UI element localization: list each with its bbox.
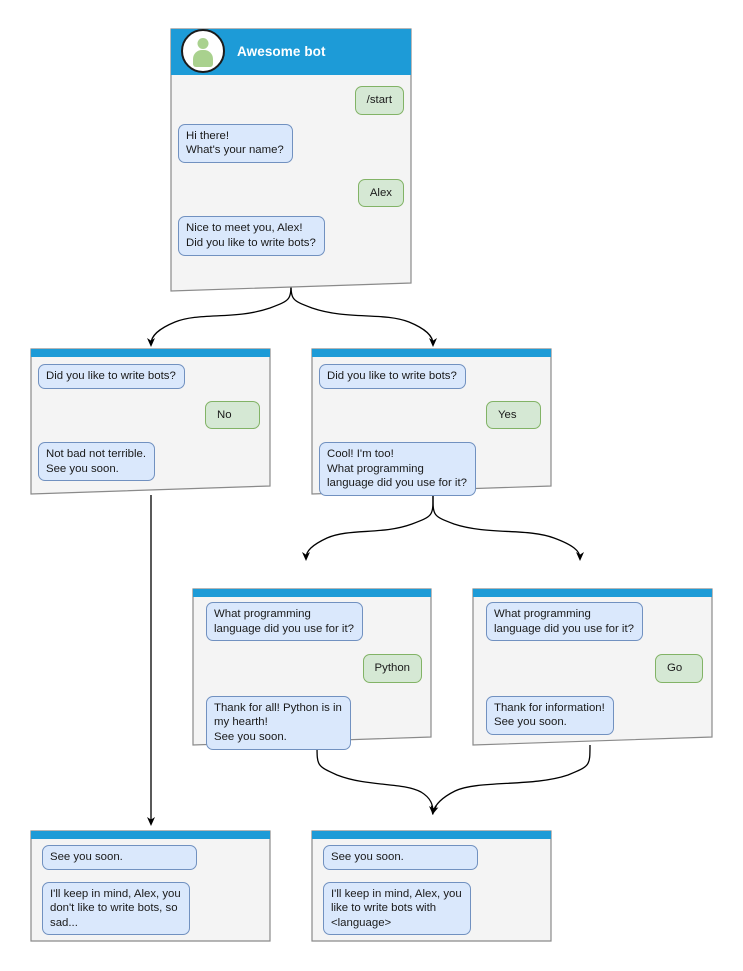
- message-row: See you soon.: [323, 845, 544, 870]
- message-row: No: [38, 400, 260, 430]
- user-message-bubble[interactable]: /start: [354, 86, 404, 115]
- card-header-bar: [311, 348, 552, 356]
- message-row: Thank for information! See you soon.: [486, 695, 705, 735]
- chat-card-go[interactable]: What programming language did you use fo…: [472, 588, 713, 746]
- chat-thread-no: Did you like to write bots? No Not bad n…: [30, 356, 271, 498]
- card-header-bar: [311, 830, 552, 838]
- user-message-bubble[interactable]: No: [205, 400, 260, 430]
- message-row: Thank for all! Python is in my hearth! S…: [206, 695, 424, 750]
- message-row: Hi there! What's your name?: [178, 123, 404, 163]
- message-row: Python: [206, 654, 422, 683]
- message-row: Not bad not terrible. See you soon.: [38, 442, 263, 482]
- chat-card-yes-branch[interactable]: Did you like to write bots? Yes Cool! I'…: [311, 348, 552, 496]
- chat-card-no-branch[interactable]: Did you like to write bots? No Not bad n…: [30, 348, 271, 495]
- bot-message-bubble[interactable]: What programming language did you use fo…: [486, 602, 643, 642]
- bot-message-bubble[interactable]: Thank for all! Python is in my hearth! S…: [206, 695, 351, 750]
- bot-message-bubble[interactable]: Cool! I'm too! What programming language…: [319, 442, 476, 496]
- user-message-bubble[interactable]: Go: [655, 654, 703, 683]
- edge-go-to-end-happy: [430, 744, 591, 815]
- bot-message-bubble[interactable]: Nice to meet you, Alex! Did you like to …: [178, 216, 325, 256]
- user-avatar-icon: [181, 29, 225, 73]
- chat-thread-start: /start Hi there! What's your name? Alex …: [170, 74, 412, 273]
- card-header-bar: [472, 588, 713, 596]
- user-message-bubble[interactable]: Alex: [357, 178, 404, 208]
- bot-message-bubble[interactable]: Not bad not terrible. See you soon.: [38, 442, 156, 482]
- message-row: /start: [178, 86, 404, 115]
- chat-thread-python: What programming language did you use fo…: [192, 596, 432, 767]
- message-row: See you soon.: [42, 845, 263, 870]
- message-row: What programming language did you use fo…: [206, 602, 424, 642]
- bot-message-bubble[interactable]: Did you like to write bots?: [319, 364, 466, 389]
- message-row: Nice to meet you, Alex! Did you like to …: [178, 216, 404, 256]
- card-header-bar: [30, 348, 271, 356]
- bot-message-bubble[interactable]: Thank for information! See you soon.: [486, 695, 614, 735]
- bot-name-label: Awesome bot: [237, 43, 326, 59]
- message-row: Cool! I'm too! What programming language…: [319, 442, 544, 496]
- message-row: I'll keep in mind, Alex, you don't like …: [42, 881, 263, 936]
- message-row: Go: [486, 654, 703, 683]
- card-header-start: Awesome bot: [170, 28, 412, 74]
- message-row: Did you like to write bots?: [38, 364, 263, 389]
- message-row: Did you like to write bots?: [319, 364, 544, 389]
- user-message-bubble[interactable]: Python: [362, 654, 422, 683]
- bot-message-bubble[interactable]: I'll keep in mind, Alex, you don't like …: [42, 881, 190, 936]
- bot-message-bubble[interactable]: What programming language did you use fo…: [206, 602, 363, 642]
- bot-message-bubble[interactable]: See you soon.: [42, 845, 197, 870]
- chat-thread-yes: Did you like to write bots? Yes Cool! I'…: [311, 356, 552, 513]
- message-row: Alex: [178, 178, 404, 208]
- chat-card-end-sad[interactable]: See you soon. I'll keep in mind, Alex, y…: [30, 830, 271, 942]
- chat-card-end-happy[interactable]: See you soon. I'll keep in mind, Alex, y…: [311, 830, 552, 942]
- chat-card-start[interactable]: Awesome bot /start Hi there! What's your…: [170, 28, 412, 292]
- chat-card-python[interactable]: What programming language did you use fo…: [192, 588, 432, 750]
- bot-message-bubble[interactable]: I'll keep in mind, Alex, you like to wri…: [323, 881, 471, 936]
- message-row: I'll keep in mind, Alex, you like to wri…: [323, 881, 544, 936]
- message-row: Yes: [319, 400, 541, 430]
- chat-thread-end-happy: See you soon. I'll keep in mind, Alex, y…: [311, 838, 552, 952]
- chat-thread-end-sad: See you soon. I'll keep in mind, Alex, y…: [30, 838, 271, 952]
- bot-message-bubble[interactable]: See you soon.: [323, 845, 478, 870]
- card-header-bar: [30, 830, 271, 838]
- message-row: What programming language did you use fo…: [486, 602, 705, 642]
- chat-thread-go: What programming language did you use fo…: [472, 596, 713, 752]
- bot-message-bubble[interactable]: Hi there! What's your name?: [178, 123, 293, 163]
- user-message-bubble[interactable]: Yes: [486, 400, 541, 430]
- card-header-bar: [192, 588, 432, 596]
- bot-message-bubble[interactable]: Did you like to write bots?: [38, 364, 185, 389]
